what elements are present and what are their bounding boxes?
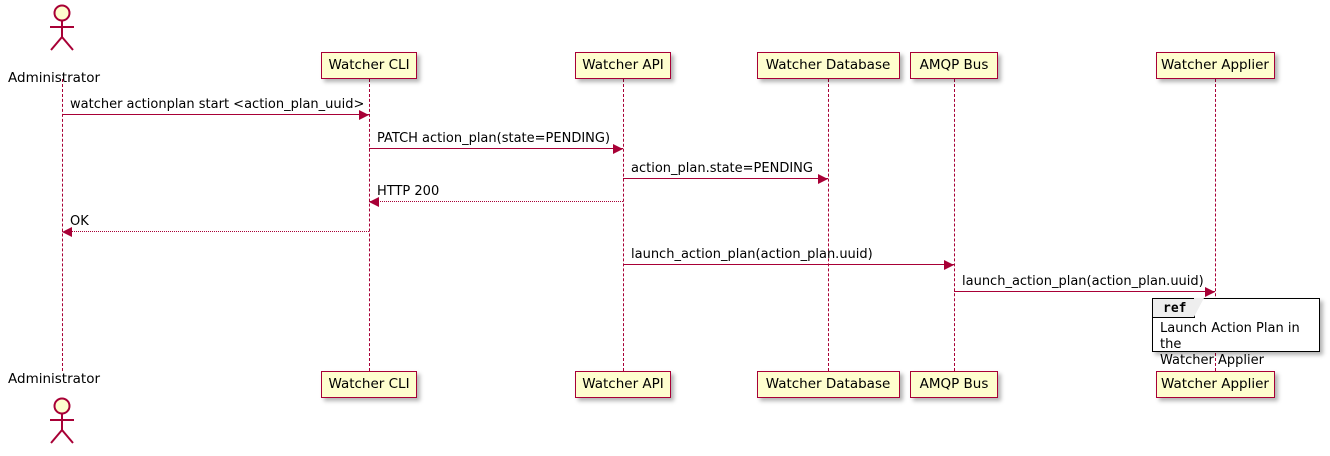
participant-label: AMQP Bus [919, 56, 989, 73]
ref-fragment-body-line-1: Launch Action Plan in the [1160, 321, 1300, 352]
message-arrowhead-7 [1205, 286, 1215, 297]
participant-cli-bottom: Watcher CLI [321, 371, 417, 398]
lifeline-cli [369, 79, 370, 371]
message-line-1 [62, 114, 369, 115]
lifeline-db [828, 79, 829, 371]
message-label-1: watcher actionplan start <action_plan_uu… [70, 97, 365, 112]
lifeline-api [623, 79, 624, 371]
participant-db-bottom: Watcher Database [756, 371, 900, 398]
message-label-3: action_plan.state=PENDING [631, 161, 813, 176]
participant-cli-top: Watcher CLI [321, 52, 417, 79]
participant-label: Watcher Applier [1161, 56, 1269, 73]
participant-label: Watcher Applier [1161, 375, 1269, 392]
participant-label: Watcher CLI [328, 375, 410, 392]
actor-label-administrator-bottom: Administrator [8, 371, 101, 387]
ref-fragment-body-line-2: Watcher Applier [1160, 353, 1264, 368]
message-arrowhead-5 [62, 226, 72, 237]
actor-stick-figure [50, 4, 74, 51]
actor-administrator-top [42, 4, 82, 52]
participant-bus-top: AMQP Bus [910, 52, 998, 79]
participant-label: Watcher API [582, 375, 664, 392]
message-arrowhead-6 [944, 259, 954, 270]
lifeline-applier [1215, 79, 1216, 371]
message-line-5 [62, 231, 369, 232]
actor-label-administrator-top: Administrator [8, 70, 101, 86]
message-arrowhead-3 [818, 173, 828, 184]
message-arrowhead-1 [359, 109, 369, 120]
message-line-4 [369, 201, 623, 202]
participant-bus-bottom: AMQP Bus [910, 371, 998, 398]
message-line-7 [954, 291, 1215, 292]
ref-fragment-body: Launch Action Plan in the Watcher Applie… [1160, 321, 1314, 369]
participant-applier-top: Watcher Applier [1155, 52, 1275, 79]
participant-label: Watcher CLI [328, 56, 410, 73]
actor-stick-figure [50, 397, 74, 444]
message-line-3 [623, 178, 828, 179]
message-arrowhead-2 [613, 143, 623, 154]
ref-fragment: ref Launch Action Plan in the Watcher Ap… [1152, 297, 1320, 368]
message-label-4: HTTP 200 [377, 184, 440, 199]
participant-api-top: Watcher API [575, 52, 671, 79]
actor-administrator-bottom [42, 397, 82, 445]
participant-applier-bottom: Watcher Applier [1155, 371, 1275, 398]
message-label-5: OK [70, 214, 89, 229]
message-arrowhead-4 [369, 196, 379, 207]
message-line-6 [623, 264, 954, 265]
participant-label: AMQP Bus [919, 375, 989, 392]
participant-label: Watcher Database [765, 375, 891, 392]
message-line-2 [369, 148, 623, 149]
participant-label: Watcher Database [765, 56, 891, 73]
message-label-6: launch_action_plan(action_plan.uuid) [631, 247, 873, 262]
participant-api-bottom: Watcher API [575, 371, 671, 398]
message-label-2: PATCH action_plan(state=PENDING) [377, 131, 611, 146]
participant-db-top: Watcher Database [756, 52, 900, 79]
ref-fragment-tab-label: ref [1163, 300, 1187, 316]
participant-label: Watcher API [582, 56, 664, 73]
message-label-7: launch_action_plan(action_plan.uuid) [962, 274, 1204, 289]
lifeline-administrator [62, 79, 63, 371]
lifeline-bus [954, 79, 955, 371]
ref-fragment-tab: ref [1153, 297, 1206, 318]
